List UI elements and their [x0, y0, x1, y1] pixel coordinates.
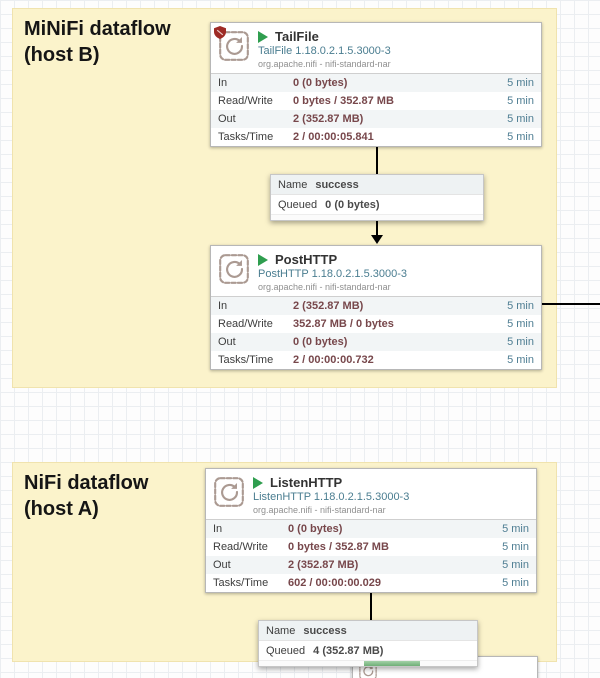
processor-listenhttp[interactable]: ListenHTTP ListenHTTP 1.18.0.2.1.5.3000-… [205, 468, 537, 593]
stat-label: Read/Write [218, 95, 273, 107]
restricted-shield-icon [214, 26, 226, 39]
connection-label-success-1[interactable]: Name success Queued 0 (0 bytes) [270, 174, 484, 221]
running-status-icon [258, 30, 268, 43]
stat-row-in: In 2 (352.87 MB) 5 min [211, 297, 541, 315]
stat-value: 2 (352.87 MB) [293, 113, 364, 125]
stat-value: 2 / 00:00:00.732 [293, 354, 374, 366]
stat-label: Tasks/Time [218, 131, 274, 143]
stat-value: 352.87 MB / 0 bytes [293, 318, 394, 330]
connection-name-row: Name success [271, 175, 483, 195]
stat-value: 0 bytes / 352.87 MB [293, 95, 394, 107]
stat-window: 5 min [502, 559, 529, 571]
group-title-line: (host B) [24, 44, 100, 66]
stat-row-read-write: Read/Write 352.87 MB / 0 bytes 5 min [211, 315, 541, 333]
group-title-line: (host A) [24, 498, 99, 520]
processor-bundle: org.apache.nifi - nifi-standard-nar [258, 59, 391, 69]
queue-usage-fill [363, 661, 421, 666]
group-title-nifi: NiFi dataflow (host A) [24, 470, 148, 522]
processor-name: TailFile [275, 29, 319, 44]
connection-name-label: Name [278, 178, 308, 191]
stat-window: 5 min [502, 577, 529, 589]
stat-window: 5 min [502, 541, 529, 553]
processor-bundle: org.apache.nifi - nifi-standard-nar [253, 505, 386, 515]
connection-queued-value: 0 (0 bytes) [325, 198, 380, 211]
queue-usage-bar [259, 660, 477, 666]
connection-queued-value: 4 (352.87 MB) [313, 644, 384, 657]
processor-stats: In 0 (0 bytes) 5 min Read/Write 0 bytes … [211, 73, 541, 146]
stat-label: In [218, 77, 228, 89]
stat-value: 602 / 00:00:00.029 [288, 577, 381, 589]
stat-label: In [213, 523, 223, 535]
stat-row-out: Out 2 (352.87 MB) 5 min [206, 556, 536, 574]
group-title-line: MiNiFi dataflow [24, 18, 171, 40]
processor-stats: In 0 (0 bytes) 5 min Read/Write 0 bytes … [206, 519, 536, 592]
processor-bundle: org.apache.nifi - nifi-standard-nar [258, 282, 391, 292]
processor-icon [358, 662, 378, 678]
stat-window: 5 min [502, 523, 529, 535]
stat-window: 5 min [507, 300, 534, 312]
processor-name: ListenHTTP [270, 475, 343, 490]
stat-label: Tasks/Time [213, 577, 269, 589]
processor-posthttp[interactable]: PostHTTP PostHTTP 1.18.0.2.1.5.3000-3 or… [210, 245, 542, 370]
stat-window: 5 min [507, 95, 534, 107]
stat-row-out: Out 0 (0 bytes) 5 min [211, 333, 541, 351]
connection-line-posthttp-out[interactable] [541, 303, 600, 305]
stat-label: Out [218, 336, 236, 348]
processor-type-version: TailFile 1.18.0.2.1.5.3000-3 [258, 45, 391, 57]
arrowhead-icon [371, 235, 383, 244]
connection-name-row: Name success [259, 621, 477, 641]
stat-row-read-write: Read/Write 0 bytes / 352.87 MB 5 min [206, 538, 536, 556]
connection-name-value: success [315, 178, 359, 191]
processor-name: PostHTTP [275, 252, 338, 267]
stat-value: 2 / 00:00:05.841 [293, 131, 374, 143]
stat-value: 2 (352.87 MB) [293, 300, 364, 312]
processor-header: TailFile TailFile 1.18.0.2.1.5.3000-3 or… [211, 23, 541, 73]
stat-value: 0 (0 bytes) [288, 523, 343, 535]
processor-header: ListenHTTP ListenHTTP 1.18.0.2.1.5.3000-… [206, 469, 536, 519]
stat-value: 0 bytes / 352.87 MB [288, 541, 389, 553]
stat-row-tasks-time: Tasks/Time 2 / 00:00:00.732 5 min [211, 351, 541, 369]
connection-queued-label: Queued [278, 198, 318, 211]
stat-window: 5 min [507, 336, 534, 348]
stat-label: Read/Write [213, 541, 268, 553]
stat-label: Out [213, 559, 231, 571]
running-status-icon [253, 476, 263, 489]
stat-row-read-write: Read/Write 0 bytes / 352.87 MB 5 min [211, 92, 541, 110]
processor-icon [217, 252, 251, 286]
connection-label-success-2[interactable]: Name success Queued 4 (352.87 MB) [258, 620, 478, 667]
processor-type-version: PostHTTP 1.18.0.2.1.5.3000-3 [258, 268, 407, 280]
stat-row-out: Out 2 (352.87 MB) 5 min [211, 110, 541, 128]
stat-label: Tasks/Time [218, 354, 274, 366]
queue-usage-bar [271, 214, 483, 220]
processor-icon [212, 475, 246, 509]
stat-row-in: In 0 (0 bytes) 5 min [211, 74, 541, 92]
stat-window: 5 min [507, 77, 534, 89]
connection-name-label: Name [266, 624, 296, 637]
stat-value: 0 (0 bytes) [293, 77, 348, 89]
connection-queued-label: Queued [266, 644, 306, 657]
stat-window: 5 min [507, 131, 534, 143]
stat-row-tasks-time: Tasks/Time 2 / 00:00:05.841 5 min [211, 128, 541, 146]
processor-stats: In 2 (352.87 MB) 5 min Read/Write 352.87… [211, 296, 541, 369]
running-status-icon [258, 253, 268, 266]
stat-window: 5 min [507, 354, 534, 366]
stat-label: In [218, 300, 228, 312]
stat-window: 5 min [507, 113, 534, 125]
stat-value: 0 (0 bytes) [293, 336, 348, 348]
stat-value: 2 (352.87 MB) [288, 559, 359, 571]
connection-queued-row: Queued 4 (352.87 MB) [259, 641, 477, 660]
connection-name-value: success [303, 624, 347, 637]
stat-row-tasks-time: Tasks/Time 602 / 00:00:00.029 5 min [206, 574, 536, 592]
connection-queued-row: Queued 0 (0 bytes) [271, 195, 483, 214]
group-title-line: NiFi dataflow [24, 472, 149, 494]
stat-window: 5 min [507, 318, 534, 330]
processor-type-version: ListenHTTP 1.18.0.2.1.5.3000-3 [253, 491, 410, 503]
processor-icon [217, 29, 251, 63]
stat-label: Read/Write [218, 318, 273, 330]
stat-label: Out [218, 113, 236, 125]
group-title-minifi: MiNiFi dataflow (host B) [24, 16, 171, 68]
stat-row-in: In 0 (0 bytes) 5 min [206, 520, 536, 538]
processor-tailfile[interactable]: TailFile TailFile 1.18.0.2.1.5.3000-3 or… [210, 22, 542, 147]
processor-header: PostHTTP PostHTTP 1.18.0.2.1.5.3000-3 or… [211, 246, 541, 296]
